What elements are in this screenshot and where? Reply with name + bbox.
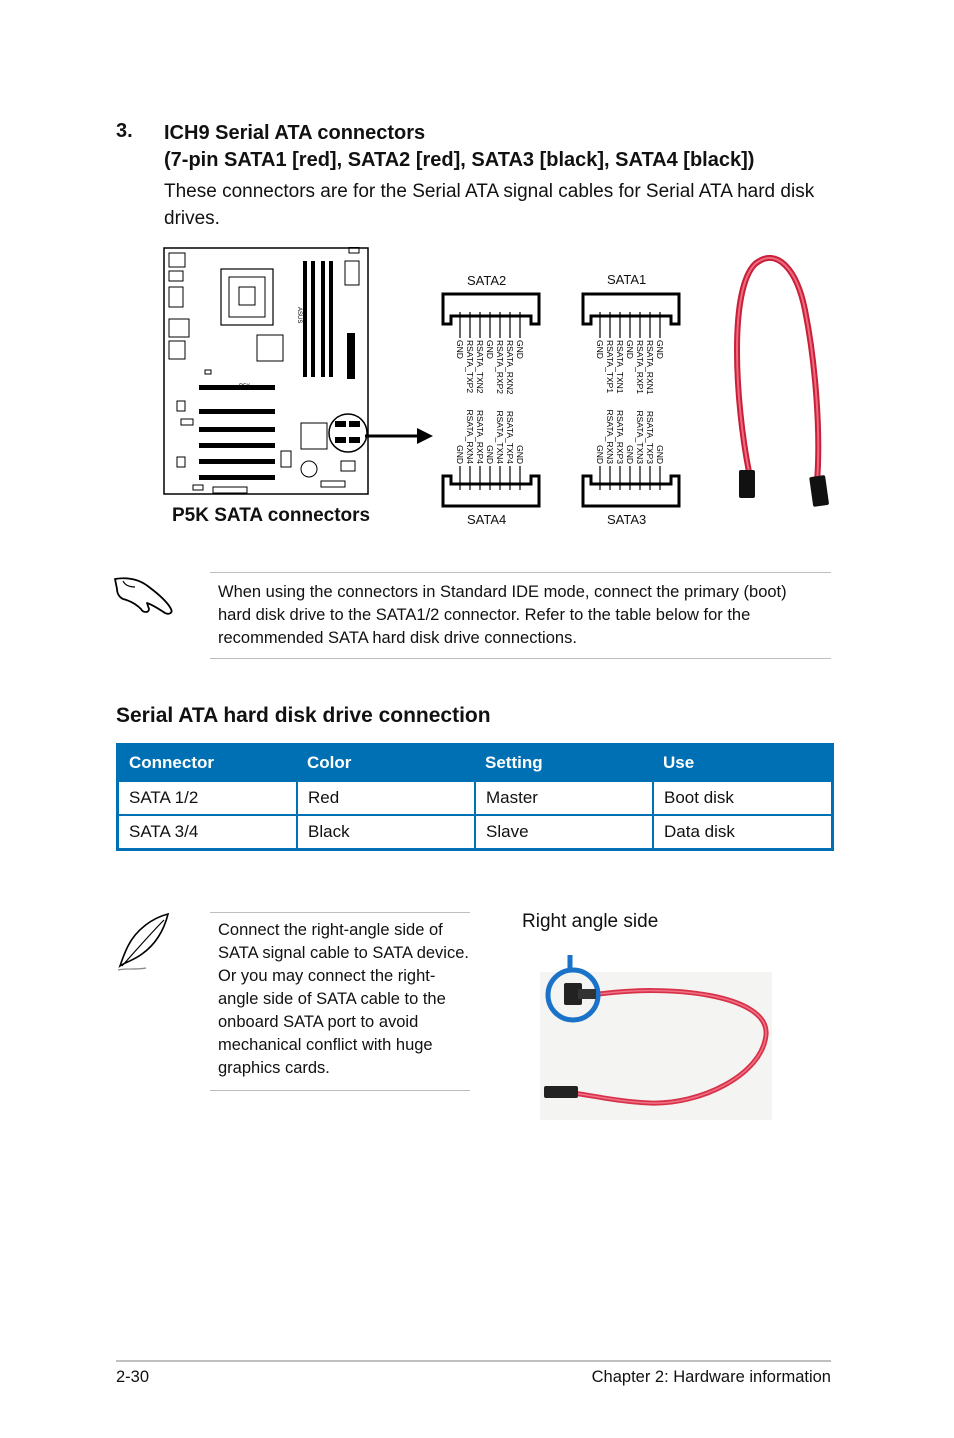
pin-labels: GND RSATA_TXP2 RSATA_TXN2 GND RSATA_RXP2… [455, 340, 665, 464]
sata3-label: SATA3 [607, 512, 647, 527]
sata4-pin-1: GND [455, 445, 465, 464]
section-number: 3. [116, 120, 133, 142]
header-setting: Setting [475, 744, 653, 781]
sata3-pin-6: RSATA_TXP3 [645, 411, 655, 464]
sata4-label: SATA4 [467, 512, 507, 527]
cell-setting: Slave [475, 814, 654, 850]
sata3-pin-2: RSATA_RXN3 [605, 410, 615, 465]
sata2-pin-3: RSATA_TXN2 [475, 340, 485, 394]
sata2-connector [441, 292, 541, 338]
cell-use: Boot disk [653, 780, 833, 815]
sata-connection-table: Connector Color Setting Use SATA 1/2 Red… [116, 743, 834, 851]
table-title: Serial ATA hard disk drive connection [116, 704, 491, 727]
section-title-line1: ICH9 Serial ATA connectors [164, 122, 426, 144]
sata2-pin-1: GND [455, 340, 465, 359]
board-caption: P5K SATA connectors [172, 505, 371, 526]
sata2-pin-4: GND [485, 340, 495, 359]
sata2-label: SATA2 [467, 273, 507, 288]
cell-color: Red [297, 780, 476, 815]
sata3-pin-1: GND [595, 445, 605, 464]
note2-bottom-rule [210, 1090, 470, 1091]
section-title-line2: (7-pin SATA1 [red], SATA2 [red], SATA3 [… [164, 149, 755, 171]
sata1-pin-3: RSATA_TXN1 [615, 340, 625, 394]
section-description: These connectors are for the Serial ATA … [164, 181, 815, 229]
sata1-pin-2: RSATA_TXP1 [605, 340, 615, 393]
sata1-pin-1: GND [595, 340, 605, 359]
sata3-connector [581, 466, 681, 508]
board-marking: P5K [239, 384, 250, 390]
sata3-pin-4: GND [625, 445, 635, 464]
cell-connector: SATA 1/2 [117, 780, 298, 815]
table-header-row: Connector Color Setting Use [117, 744, 833, 781]
note1-top-rule [210, 572, 831, 573]
note2-text: Connect the right-angle side of SATA sig… [218, 921, 469, 1077]
sata2-pin-7: GND [515, 340, 525, 359]
table-row: SATA 1/2 Red Master Boot disk [117, 780, 833, 815]
sata2-pin-2: RSATA_TXP2 [465, 340, 475, 393]
sata1-pin-5: RSATA_RXP1 [635, 340, 645, 394]
sata4-pin-7: GND [515, 445, 525, 464]
pointing-hand-icon [114, 577, 173, 615]
sata1-pin-4: GND [625, 340, 635, 359]
sata4-connector [441, 466, 541, 508]
header-use: Use [653, 744, 833, 781]
sata4-pin-5: RSATA_TXN4 [495, 410, 505, 464]
cell-color: Black [297, 814, 476, 850]
sata2-pin-5: RSATA_RXP2 [495, 340, 505, 394]
sata1-connector [581, 292, 681, 338]
chapter-title: Chapter 2: Hardware information [591, 1368, 831, 1386]
right-angle-cable-photo [540, 955, 772, 1120]
note2-top-rule [210, 912, 470, 913]
sata3-pin-3: RSATA_RXP3 [615, 410, 625, 464]
sata3-pin-7: GND [655, 445, 665, 464]
sata1-pin-7: GND [655, 340, 665, 359]
table-row: SATA 3/4 Black Slave Data disk [117, 814, 833, 850]
motherboard-layout-diagram: ASUS P5K [163, 247, 369, 495]
page-number: 2-30 [116, 1368, 150, 1386]
sata2-pin-6: RSATA_RXN2 [505, 340, 515, 395]
cell-connector: SATA 3/4 [117, 814, 298, 850]
note1-text: When using the connectors in Standard ID… [218, 583, 787, 647]
sata1-label: SATA1 [607, 272, 647, 287]
sata4-pin-3: RSATA_RXP4 [475, 410, 485, 464]
sata3-pin-5: RSATA_TXN3 [635, 410, 645, 464]
footer-rule [116, 1360, 831, 1362]
sata4-pin-6: RSATA_TXP4 [505, 411, 515, 464]
sata1-pin-6: RSATA_RXN1 [645, 340, 655, 395]
sata4-pin-4: GND [485, 445, 495, 464]
sata-cable-image [734, 255, 829, 507]
pointer-arrow-icon [365, 428, 433, 444]
note1-bottom-rule [210, 658, 831, 659]
header-color: Color [297, 744, 475, 781]
header-connector: Connector [117, 744, 297, 781]
cell-setting: Master [475, 780, 654, 815]
cell-use: Data disk [653, 814, 833, 850]
sata4-pin-2: RSATA_RXN4 [465, 410, 475, 465]
right-angle-label: Right angle side [522, 911, 659, 932]
feather-pen-icon [117, 912, 170, 971]
board-brand: ASUS [296, 307, 302, 323]
section-title: ICH9 Serial ATA connectors (7-pin SATA1 … [164, 120, 754, 174]
sata-pinout-diagram: GND RSATA_TXP2 RSATA_TXN2 GND RSATA_RXP2… [441, 292, 681, 508]
